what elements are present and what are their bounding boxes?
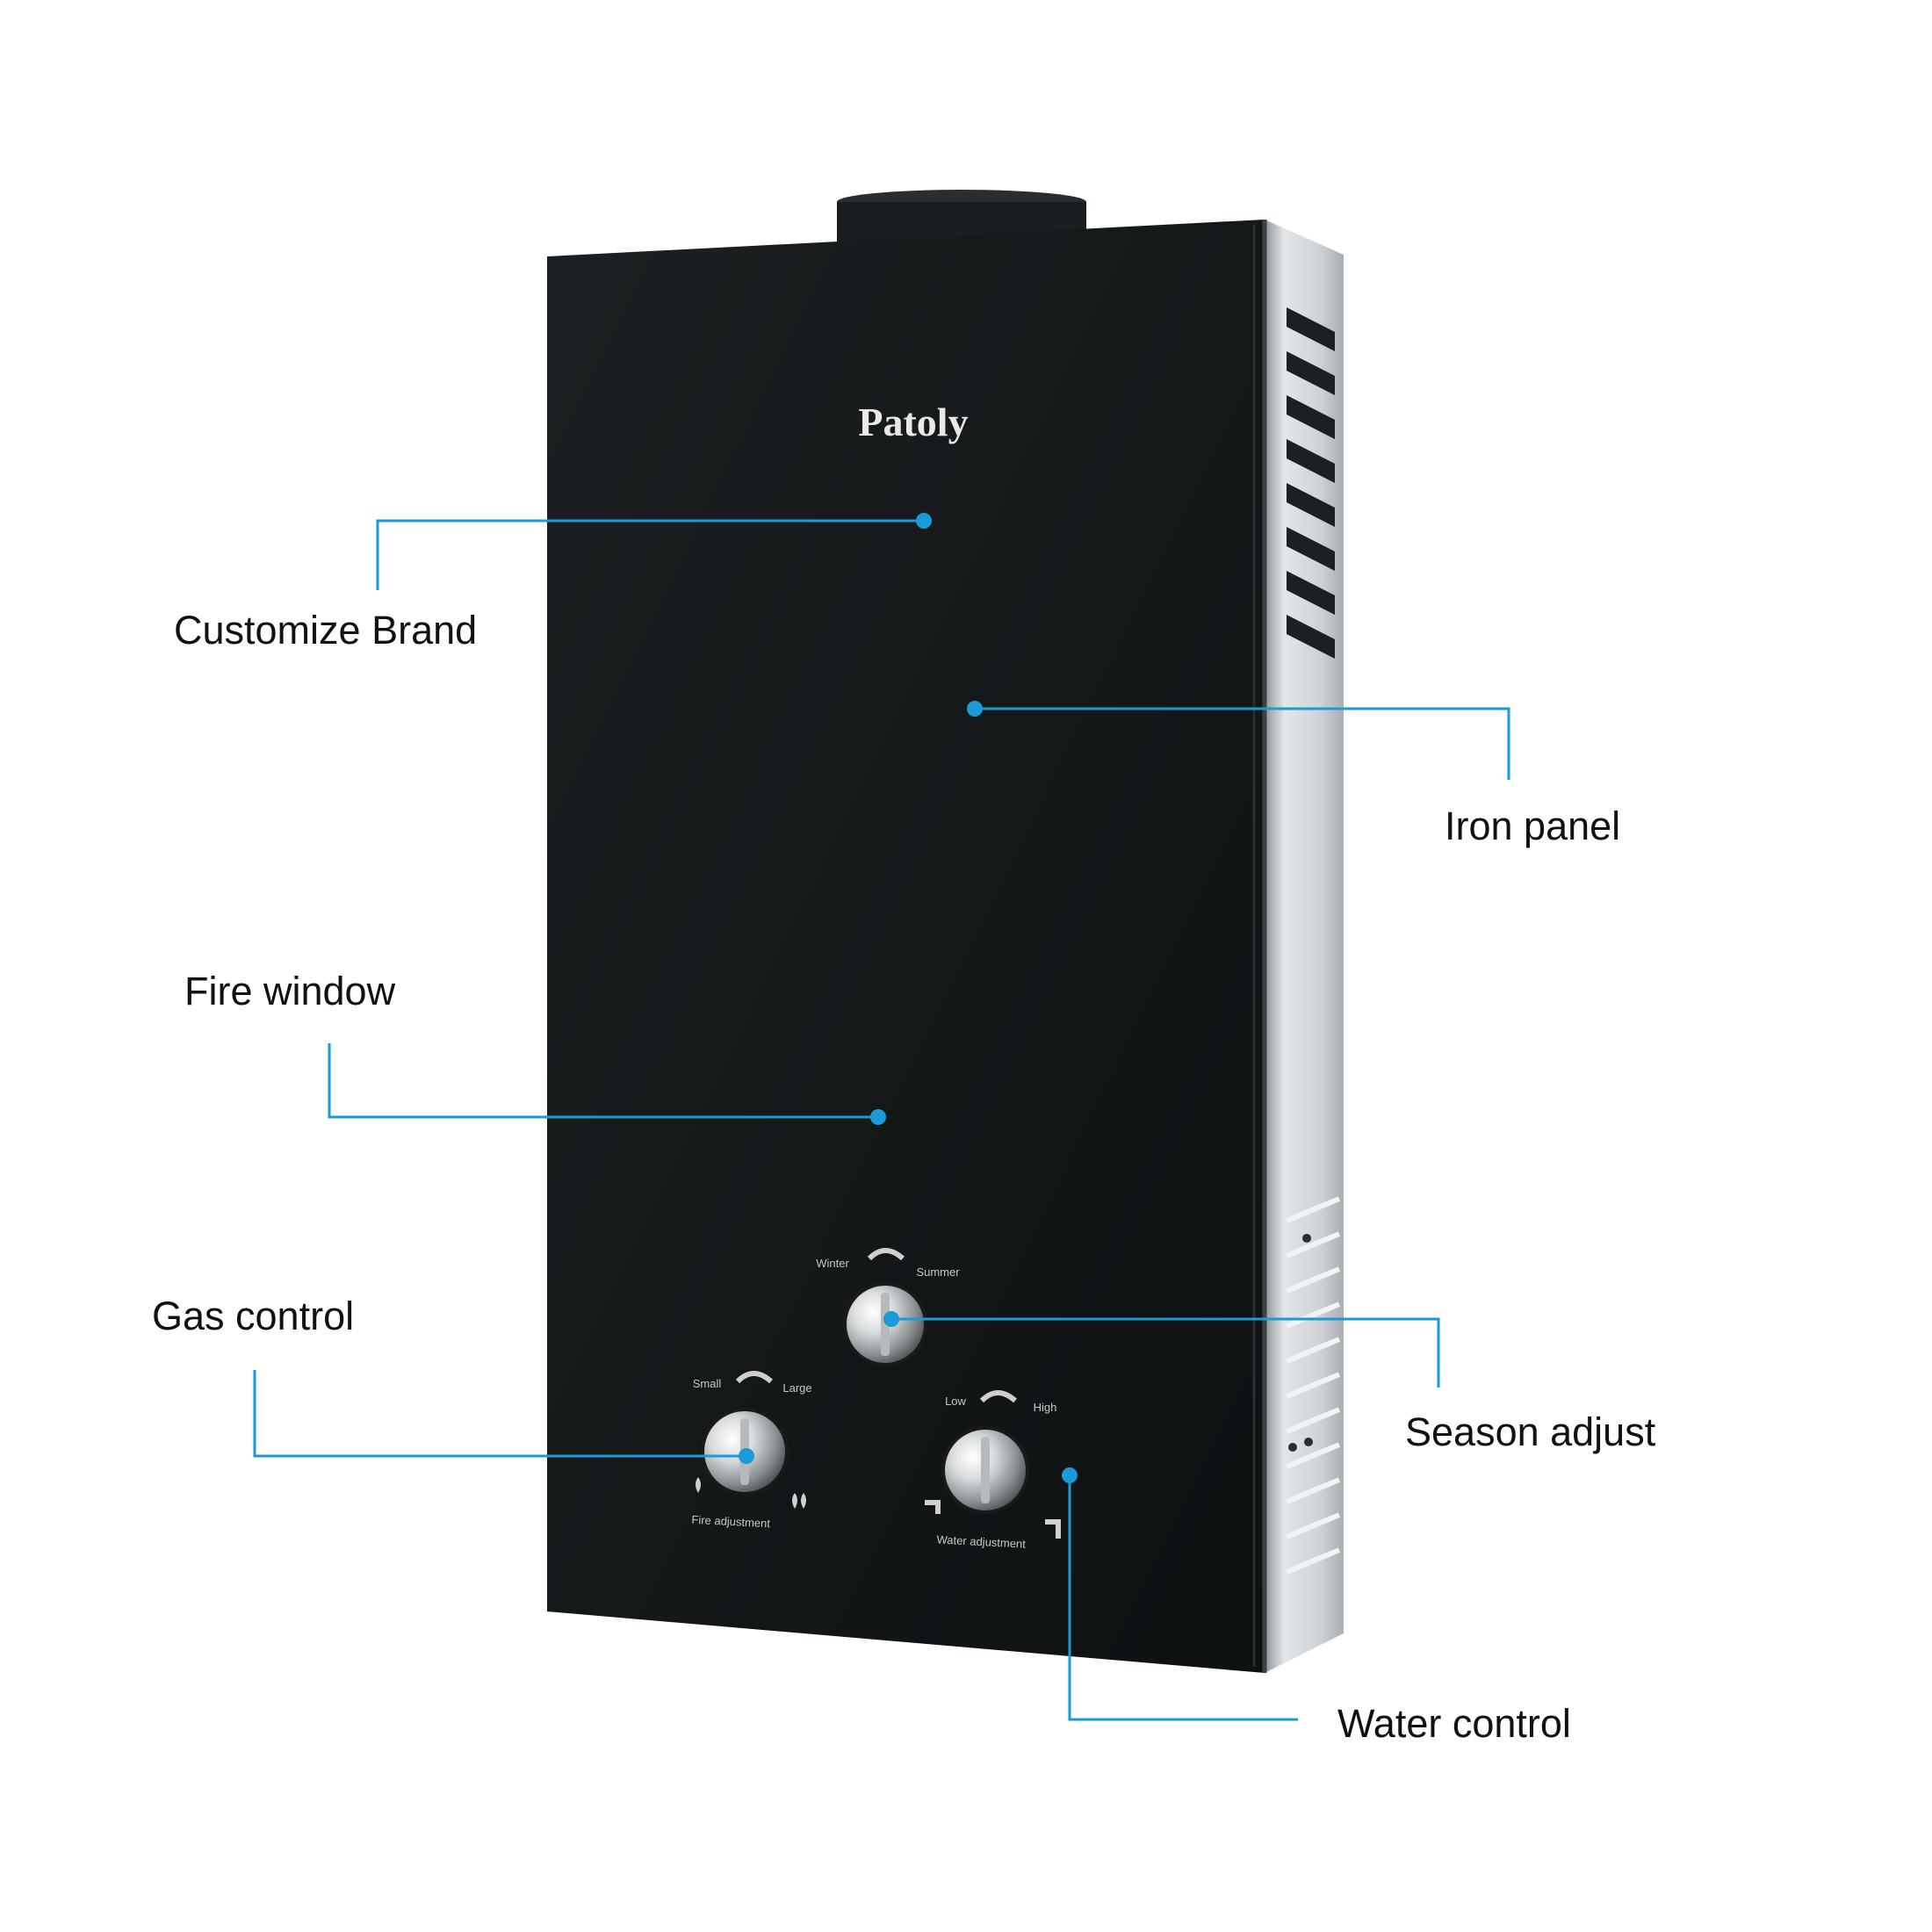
leader-lines	[253, 519, 1510, 1721]
water-adjustment-caption: Water adjustment	[936, 1532, 1026, 1550]
fire-adjustment-caption: Fire adjustment	[691, 1513, 771, 1531]
gas-large-label: Large	[782, 1381, 811, 1395]
water-low-label: Low	[945, 1395, 966, 1408]
dot-fire-window	[870, 1109, 886, 1125]
gas-scale-icon	[735, 1371, 774, 1384]
side-casing	[1265, 220, 1344, 1673]
label-iron-panel: Iron panel	[1445, 804, 1621, 848]
season-scale-icon	[867, 1248, 905, 1261]
label-fire-window: Fire window	[184, 969, 396, 1013]
leader-fire-window	[328, 1043, 878, 1119]
dot-water-control	[1062, 1467, 1078, 1483]
lower-louvers	[1285, 1196, 1341, 1575]
label-customize-brand: Customize Brand	[174, 608, 478, 652]
water-scale-icon	[979, 1390, 1018, 1403]
dot-season-adjust	[883, 1311, 899, 1327]
iron-front-panel	[547, 220, 1265, 1673]
leader-gas-control	[253, 1370, 746, 1458]
label-gas-control: Gas control	[152, 1294, 355, 1338]
leader-customize-brand	[376, 519, 924, 590]
season-summer-label: Summer	[916, 1265, 960, 1279]
label-season-adjust: Season adjust	[1405, 1409, 1656, 1454]
high-tap-icon	[1045, 1519, 1061, 1539]
gas-small-label: Small	[693, 1377, 722, 1390]
brand-logo: Patoly	[858, 400, 968, 444]
water-high-label: High	[1034, 1401, 1057, 1414]
label-water-control: Water control	[1337, 1701, 1571, 1746]
dot-gas-control	[739, 1448, 754, 1464]
dot-iron-panel	[967, 701, 983, 717]
low-tap-icon	[925, 1500, 941, 1514]
leader-iron-panel	[975, 707, 1510, 780]
small-flame-icon	[696, 1477, 701, 1493]
water-knob[interactable]: Low High Water adjustment	[925, 1390, 1061, 1551]
upper-vent-slots	[1287, 307, 1335, 659]
large-flame-icon	[792, 1493, 806, 1509]
leader-dots	[739, 513, 1078, 1483]
season-knob[interactable]: Winter Summer	[816, 1248, 960, 1366]
leader-water-control	[1068, 1475, 1298, 1721]
season-winter-label: Winter	[816, 1257, 849, 1270]
side-screws	[1288, 1234, 1313, 1452]
dot-customize-brand	[916, 513, 932, 529]
leader-season-adjust	[891, 1317, 1440, 1388]
